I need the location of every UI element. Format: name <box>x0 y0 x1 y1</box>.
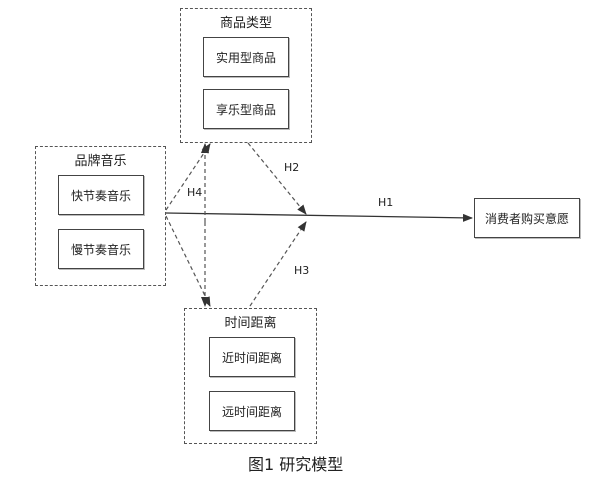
h3-arrow <box>249 221 307 307</box>
brand-to-product-arrow <box>165 143 211 211</box>
utilitarian-product-box: 实用型商品 <box>203 37 289 77</box>
brand-to-time-arrow <box>165 215 211 307</box>
h1-label: H1 <box>378 196 394 209</box>
h1-arrow <box>165 212 473 222</box>
figure-caption: 图1 研究模型 <box>248 455 344 474</box>
brand-music-title: 品牌音乐 <box>74 154 127 169</box>
hedonic-product-box: 享乐型商品 <box>203 89 289 129</box>
product-type-group: 商品类型 实用型商品 享乐型商品 <box>180 8 312 143</box>
brand-music-group: 品牌音乐 快节奏音乐 慢节奏音乐 <box>35 146 166 286</box>
fast-tempo-music-box: 快节奏音乐 <box>58 175 144 215</box>
h3-label: H3 <box>294 264 310 277</box>
purchase-intention-box: 消费者购买意愿 <box>474 198 580 238</box>
h4-label: H4 <box>187 186 203 199</box>
time-distance-group: 时间距离 近时间距离 远时间距离 <box>184 308 317 444</box>
slow-tempo-music-box: 慢节奏音乐 <box>58 229 144 269</box>
near-time-distance-box: 近时间距离 <box>209 337 295 377</box>
far-time-distance-box: 远时间距离 <box>209 391 295 431</box>
product-type-title: 商品类型 <box>219 16 272 31</box>
h2-label: H2 <box>284 161 300 174</box>
h2-arrow <box>247 142 307 215</box>
time-distance-title: 时间距离 <box>224 316 277 331</box>
